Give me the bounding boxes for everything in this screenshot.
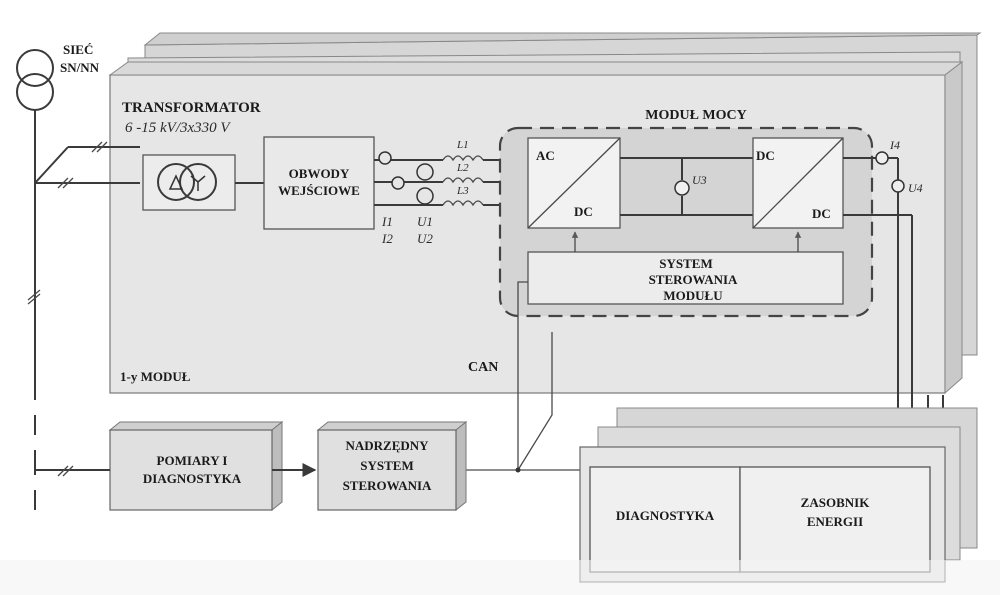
measurement-diagnostics-line2: DIAGNOSTYKA: [143, 471, 242, 486]
storage-diagnostics-label: DIAGNOSTYKA: [616, 508, 715, 523]
module-control-line2: STEROWANIA: [649, 272, 738, 287]
can-label: CAN: [468, 360, 498, 375]
measurement-diagnostics-block: [108, 420, 284, 512]
feeder-branch: [34, 141, 140, 189]
grid-transformer-icon: [16, 49, 54, 111]
output-voltage-sensor-icon: [891, 179, 905, 193]
dc-link-voltage-sensor-icon: [674, 180, 690, 196]
U2-label: U2: [417, 231, 433, 246]
inductor-icon: [442, 155, 484, 162]
L3-label: L3: [456, 185, 469, 197]
acdc-dc-label: DC: [574, 204, 593, 219]
transformer-title: TRANSFORMATOR: [122, 100, 261, 116]
transformer-symbol: [142, 154, 236, 211]
output-current-sensor-icon: [875, 151, 889, 165]
master-control-line3: STEROWANIA: [343, 478, 432, 493]
measurement-diagnostics-line1: POMIARY I: [157, 453, 228, 468]
transformer-rating: 6 -15 kV/3x330 V: [125, 120, 231, 136]
energy-storage-line2: ENERGII: [807, 514, 863, 529]
input-circuits-box: [263, 136, 375, 230]
dcdc-out-label: DC: [812, 206, 831, 221]
energy-storage-line1: ZASOBNIK: [801, 495, 871, 510]
bottom-fade: [0, 560, 1000, 595]
inductor-icon: [442, 200, 484, 207]
storage-diagnostics-box: [589, 466, 741, 573]
current-sensor-icon: [378, 151, 392, 165]
module-control-line3: MODUŁU: [663, 288, 723, 303]
dcdc-in-label: DC: [756, 148, 775, 163]
can-bus: [466, 281, 580, 473]
voltage-sensor-icon: [416, 187, 434, 205]
current-sensor-icon: [391, 176, 405, 190]
U1-label: U1: [417, 214, 433, 229]
main-bus: [27, 110, 41, 510]
storage-stack: [579, 407, 978, 583]
U3-label: U3: [692, 173, 707, 187]
power-module-title: MODUŁ MOCY: [645, 108, 747, 123]
module-control-box: [527, 251, 844, 305]
I4-label: I4: [889, 138, 900, 152]
I1-label: I1: [381, 214, 393, 229]
voltage-sensor-icon: [416, 163, 434, 181]
L1-label: L1: [456, 139, 469, 151]
input-circuits-line2: WEJŚCIOWE: [278, 183, 360, 198]
master-control-line2: SYSTEM: [360, 458, 413, 473]
grid-label-line2: SN/NN: [60, 60, 100, 75]
inductor-icon: [442, 177, 484, 184]
master-control-block: [316, 420, 468, 512]
acdc-ac-label: AC: [536, 148, 555, 163]
grid-label-line1: SIEĆ: [63, 42, 93, 57]
I2-label: I2: [381, 231, 393, 246]
module-control-line1: SYSTEM: [659, 256, 712, 271]
master-control-line1: NADRZĘDNY: [345, 438, 429, 453]
energy-storage-box: [739, 466, 931, 573]
module-label: 1-y MODUŁ: [120, 369, 191, 384]
input-circuits-line1: OBWODY: [289, 166, 350, 181]
L2-label: L2: [456, 162, 469, 174]
U4-label: U4: [908, 181, 923, 195]
